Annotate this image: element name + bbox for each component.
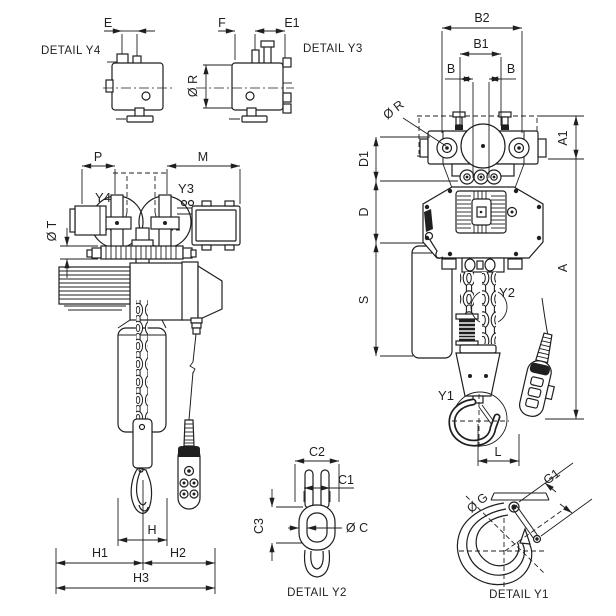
dim-h2: H2	[143, 546, 216, 594]
pendant-side	[177, 333, 201, 510]
dim-d: D	[357, 180, 458, 243]
hook-front	[448, 391, 509, 449]
hoist-front-view: Y1 Y2	[357, 11, 584, 466]
detail-y2-view: C2 C1 C3 Ø C DETAIL Y2	[252, 445, 368, 599]
dim-label-l: L	[495, 445, 502, 459]
detail-y2-caption: DETAIL Y2	[287, 587, 347, 599]
hook-block-side	[130, 418, 153, 514]
cable-relief-stripes	[184, 423, 194, 444]
dim-label-e1: E1	[284, 16, 299, 30]
dim-label-b1: B1	[473, 37, 488, 51]
dim-b1: B1	[459, 37, 502, 126]
dim-label-c2: C2	[309, 445, 325, 459]
dim-label-b2: B2	[474, 11, 489, 25]
dim-h: H	[117, 498, 168, 546]
chain-fall-left	[460, 272, 474, 318]
detail-y1-view: Ø G G1 DETAIL Y1	[456, 462, 593, 601]
detail-y4-view: DETAIL Y4 E	[41, 16, 172, 123]
travel-motor-side	[69, 205, 107, 236]
fin-grid	[457, 191, 505, 233]
dim-label-c1: C1	[338, 473, 354, 487]
dim-s: S	[357, 242, 424, 357]
dim-c2: C2	[294, 445, 340, 502]
dim-h3: H3	[56, 571, 215, 591]
dim-label-phi-t: Ø T	[45, 220, 59, 241]
callout-y3: Y3	[178, 181, 194, 196]
dim-label-p: P	[94, 150, 102, 164]
hoist-body-front	[422, 186, 544, 273]
dim-l: L	[477, 424, 520, 466]
chain-fall-right	[482, 272, 496, 344]
motor-fins	[59, 270, 130, 300]
dim-label-s: S	[357, 296, 371, 304]
detail-y1-caption: DETAIL Y1	[489, 589, 549, 601]
hook-detail-drawing	[456, 492, 568, 590]
dim-label-phi-r-detail: Ø R	[186, 75, 200, 97]
dim-label-d1: D1	[357, 151, 371, 167]
dim-label-e: E	[104, 16, 112, 30]
suspension-pins-front	[459, 169, 502, 185]
dim-m: M	[166, 150, 241, 204]
dim-label-d: D	[357, 207, 371, 216]
suspension-bolts-top	[452, 111, 512, 130]
hook-block-front	[455, 344, 501, 404]
dim-d1: D1	[357, 136, 430, 181]
limit-buffer-spring	[455, 313, 479, 346]
load-chain-side	[136, 300, 148, 426]
dim-label-f: F	[218, 16, 226, 30]
dim-a1: A1	[540, 115, 584, 160]
dim-label-m: M	[198, 150, 208, 164]
trolley-plate-y3-drawing	[196, 40, 294, 123]
callout-y2: Y2	[499, 285, 515, 300]
dim-a: A	[545, 159, 584, 420]
dim-label-phi-r-main: Ø R	[380, 97, 406, 122]
dim-label-h1: H1	[92, 546, 108, 560]
dim-b2: B2	[441, 11, 523, 133]
dim-phi-t: Ø T	[45, 220, 98, 278]
dim-phi-c: Ø C	[288, 521, 368, 535]
dim-e: E	[104, 16, 155, 58]
dim-label-h3: H3	[133, 571, 149, 585]
chain-callout-y2: Y2	[470, 285, 515, 323]
dim-c3: C3	[252, 489, 303, 561]
callout-y1: Y1	[438, 388, 454, 403]
dim-label-a1: A1	[556, 130, 570, 145]
dim-phi-r-detail: Ø R	[186, 64, 233, 109]
dim-label-h2: H2	[170, 546, 186, 560]
dim-label-phi-c: Ø C	[346, 521, 368, 535]
chain-bag-front	[411, 245, 453, 359]
detail-y3-view: DETAIL Y3 F E1 Ø R	[186, 16, 363, 123]
callout-y4: Y4	[95, 190, 111, 205]
dim-label-h: H	[147, 523, 156, 537]
dim-p: P	[81, 150, 116, 204]
dim-e1: E1	[255, 16, 300, 60]
detail-y4-caption: DETAIL Y4	[41, 45, 101, 57]
chain-link-drawing	[298, 469, 336, 578]
dim-c1: C1	[303, 473, 354, 502]
suspension-bar-ribs	[105, 246, 177, 259]
trolley-plate-y4-drawing	[103, 53, 172, 123]
dim-label-phi-g: Ø G	[464, 490, 491, 515]
dim-b-pair: B B	[445, 62, 516, 178]
dim-h1: H1	[55, 546, 143, 594]
dim-label-b-right: B	[507, 62, 515, 76]
dim-label-c3: C3	[252, 518, 266, 534]
pendant-front	[519, 297, 556, 417]
dim-label-a: A	[556, 263, 570, 272]
control-box-side	[177, 199, 241, 251]
hoist-side-view: Y4 Y3 P M Ø T H	[45, 150, 241, 594]
dim-label-b-left: B	[447, 62, 455, 76]
dim-phi-g: Ø G	[464, 490, 491, 515]
hoist-body-side	[58, 261, 223, 335]
detail-y3-caption: DETAIL Y3	[303, 43, 363, 55]
dim-f: F	[218, 16, 268, 60]
